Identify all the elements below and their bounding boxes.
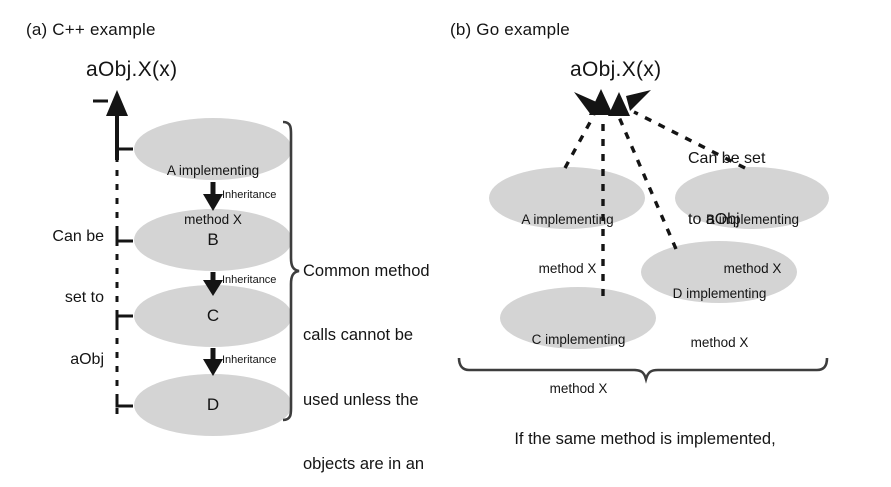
call-arrowheads-b (574, 89, 651, 116)
panel-a-call-signature: aObj.X(x) (86, 58, 178, 81)
inheritance-label-3: Inheritance (222, 354, 277, 366)
panel-a-side-note: Can be set to aObj (12, 186, 104, 411)
node-ellipse-b-A (489, 167, 645, 229)
node-label-b-C: C implementing method X (500, 300, 657, 430)
arrowhead-up-1 (589, 89, 613, 115)
brace-panel-b (457, 357, 829, 384)
panel-a-brace-note-line-4: objects are in an (303, 454, 425, 473)
panel-a-brace-note: Common method calls cannot be used unles… (303, 218, 430, 487)
node-label-b-D-line-1: D implementing (672, 286, 767, 302)
node-label-b-B-line-1: B implementing (705, 212, 800, 228)
inheritance-label-2: Inheritance (222, 274, 277, 286)
brace-panel-a (282, 120, 300, 422)
inheritance-arrow-c-d (203, 348, 223, 376)
node-ellipse-b-D (641, 241, 797, 303)
panel-b-bottom-note: If the same method is implemented, it ca… (456, 385, 834, 487)
inheritance-arrow-b-c (203, 272, 223, 296)
node-ellipse-a-B (134, 209, 292, 271)
arrowhead-up-right (626, 90, 651, 111)
node-ellipse-b-B (675, 167, 829, 229)
spine-connectors-a (115, 139, 133, 408)
panel-b-side-note-line-1: Can be set (688, 149, 766, 167)
panel-b-side-note-line-2: to aObj (688, 211, 740, 229)
node-label-a-D: D (206, 395, 220, 414)
node-label-b-C-line-1: C implementing (531, 332, 626, 348)
node-ellipse-b-C (500, 287, 656, 349)
node-label-b-A-line-2: method X (538, 260, 597, 276)
node-label-b-A: A implementing method X (489, 180, 646, 310)
panel-a-side-note-line-1: Can be (52, 227, 104, 245)
node-label-b-A-line-1: A implementing (521, 212, 614, 228)
panel-a-brace-note-line-3: used unless the (303, 390, 419, 409)
panel-b-title: (b) Go example (450, 20, 570, 39)
node-label-a-A: A implementing method X (134, 131, 292, 261)
node-label-b-D: D implementing method X (641, 254, 798, 384)
arrowhead-up-2 (608, 92, 630, 116)
call-arrow-a (93, 90, 128, 160)
dashed-call-line-from-A (563, 114, 596, 169)
node-label-b-B: B implementing method X (674, 180, 831, 310)
panel-a-title: (a) C++ example (26, 20, 156, 39)
node-label-a-A-line-2: method X (184, 211, 242, 227)
node-ellipse-a-A (134, 118, 292, 180)
panel-a-side-note-line-2: set to (64, 289, 104, 307)
node-label-a-C: C (206, 306, 220, 325)
inheritance-arrow-a-b (203, 182, 223, 211)
panel-b-call-signature: aObj.X(x) (570, 58, 662, 81)
dashed-call-lines-b (563, 110, 746, 296)
panel-a-brace-note-line-2: calls cannot be (303, 326, 414, 345)
dashed-call-line-from-B (633, 110, 746, 170)
node-label-b-D-line-2: method X (690, 334, 749, 350)
panel-a-brace-note-line-1: Common method (303, 261, 430, 280)
panel-a-side-note-line-3: aObj (70, 350, 104, 368)
panel-b-side-note: Can be set to aObj (688, 108, 765, 272)
node-label-b-B-line-2: method X (723, 260, 782, 276)
panel-b-bottom-note-line-1: If the same method is implemented, (514, 429, 776, 448)
node-label-a-A-line-1: A implementing (166, 163, 260, 179)
node-label-a-B: B (207, 230, 219, 249)
inheritance-label-1: Inheritance (222, 189, 277, 201)
node-label-b-C-line-2: method X (549, 380, 608, 396)
node-ellipse-a-D (134, 374, 292, 436)
node-ellipse-a-C (134, 285, 292, 347)
